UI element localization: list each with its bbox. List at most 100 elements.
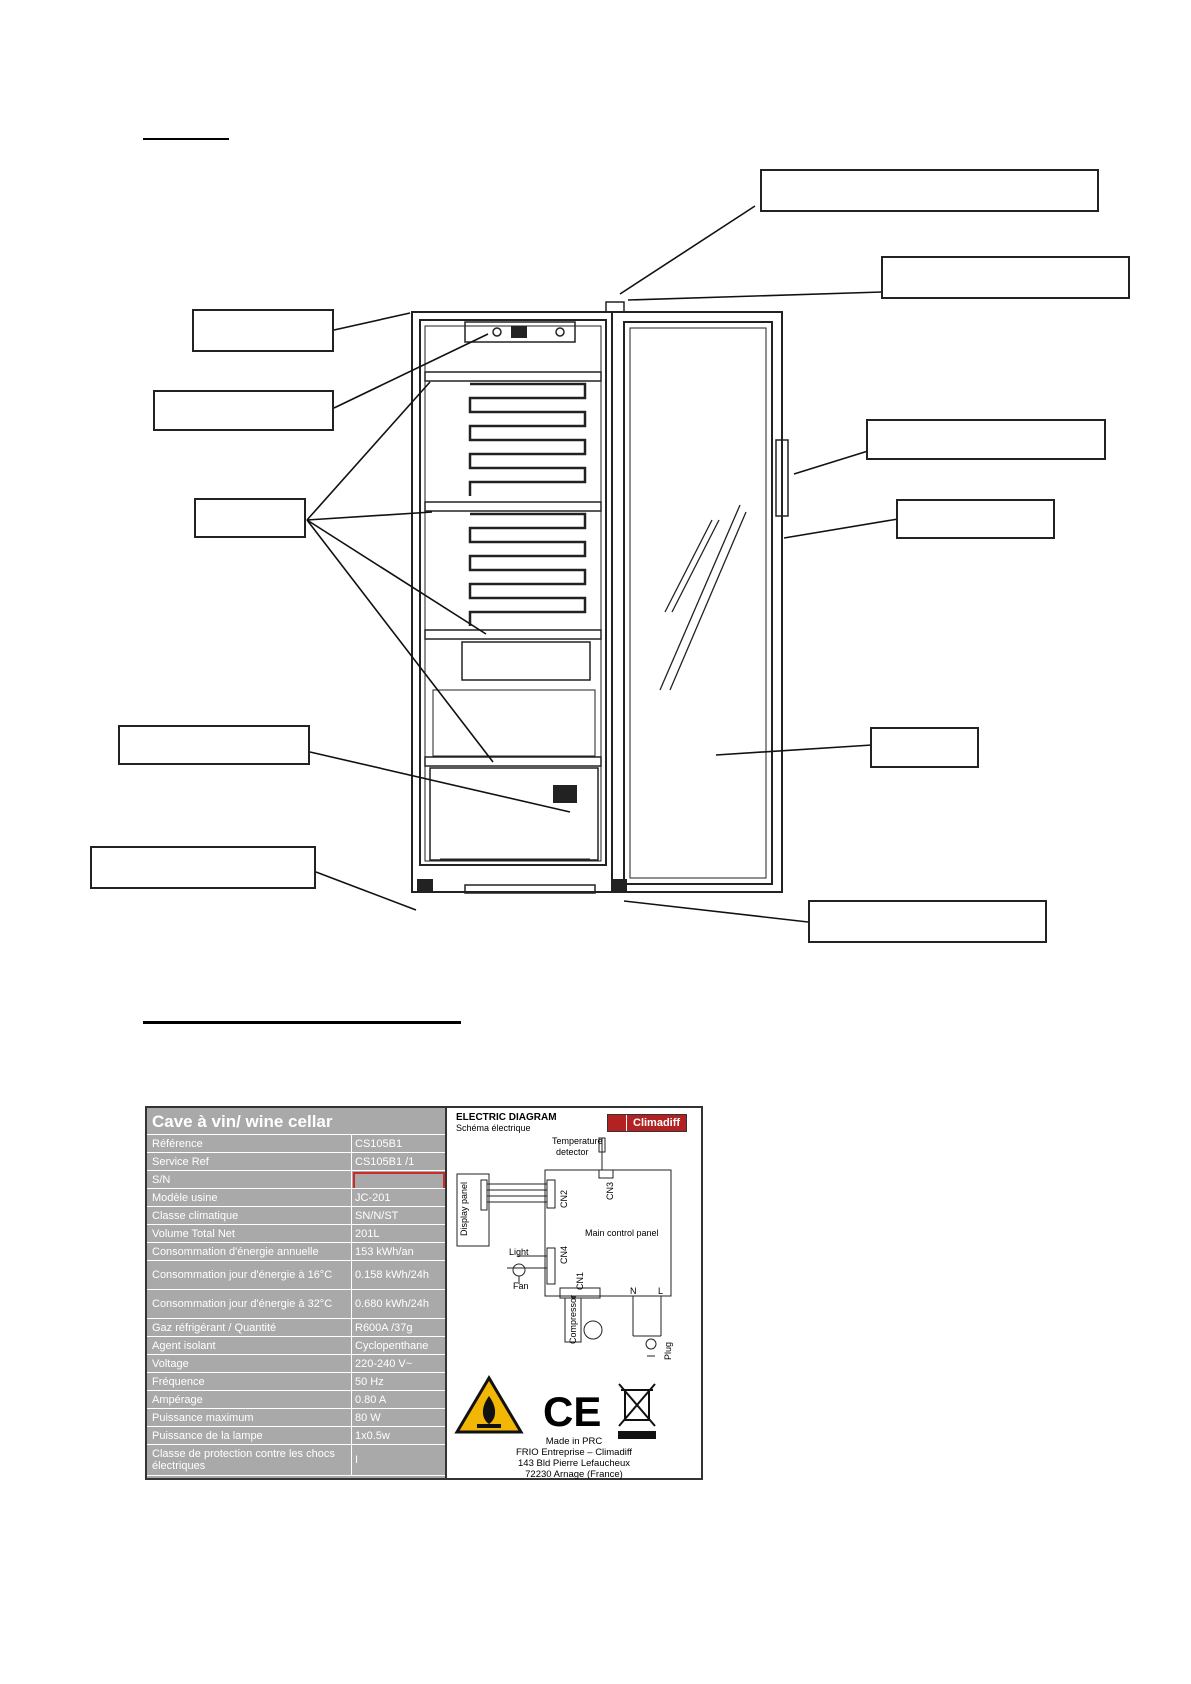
spec-label: Fréquence [147, 1373, 352, 1390]
fan-label: Fan [513, 1281, 529, 1291]
callout-box-foot [90, 846, 316, 889]
spec-value: CS105B1 /1 [352, 1153, 445, 1170]
spec-value-text: 153 kWh/an [355, 1245, 414, 1258]
spec-value: 0.680 kWh/24h [352, 1290, 445, 1318]
spec-value-text: 0.680 kWh/24h [355, 1298, 429, 1310]
spec-value: I [352, 1445, 445, 1475]
flammable-warning-icon [454, 1375, 524, 1434]
spec-label: Classe climatique [147, 1207, 352, 1224]
spec-value: 50 Hz [352, 1373, 445, 1390]
spec-label: Consommation d'énergie annuelle [147, 1243, 352, 1260]
spec-label: Classe de protection contre les chocs él… [147, 1445, 352, 1475]
callout-box-control-panel [153, 390, 334, 431]
spec-value: 1x0.5w [352, 1427, 445, 1444]
spec-label: Service Ref [147, 1153, 352, 1170]
spec-label: Consommation jour d'énergie à 16°C [147, 1261, 352, 1289]
spec-label: Référence [147, 1135, 352, 1152]
spec-value-text: 220-240 V~ [355, 1357, 413, 1370]
electric-diagram: ELECTRIC DIAGRAM Schéma électrique Clima… [447, 1108, 701, 1480]
cn3-label: CN3 [605, 1181, 615, 1200]
temperature-label: Temperature [552, 1136, 603, 1146]
spec-label: Gaz réfrigérant / Quantité [147, 1319, 352, 1336]
callout-box-bottom-shelf [118, 725, 310, 765]
callout-box-top-hinge [760, 169, 1099, 212]
callout-box-cabinet [192, 309, 334, 352]
spec-value: 80 W [352, 1409, 445, 1426]
spec-value: 0.158 kWh/24h [352, 1261, 445, 1289]
spec-value-text: SN/N/ST [355, 1209, 399, 1222]
spec-label: Puissance de la lampe [147, 1427, 352, 1444]
callout-box-door-hinge [881, 256, 1130, 299]
city-text: 72230 Arnage (France) [525, 1469, 623, 1480]
section-heading-underline-2 [143, 1021, 461, 1024]
plate-title: Cave à vin/ wine cellar [147, 1108, 445, 1135]
light-label: Light [509, 1247, 529, 1257]
spec-label: Agent isolant [147, 1337, 352, 1354]
spec-value-text: R600A /37g [355, 1321, 413, 1334]
wiring-schematic [456, 1137, 672, 1357]
cn4-label: CN4 [559, 1245, 569, 1264]
spec-row: S/N [147, 1171, 445, 1189]
spec-value: SN/N/ST [352, 1207, 445, 1224]
compressor-label: Compressor [568, 1294, 578, 1344]
callout-box-handle [866, 419, 1106, 460]
spec-value: 220-240 V~ [352, 1355, 445, 1372]
street-text: 143 Bld Pierre Lefaucheux [518, 1458, 630, 1469]
spec-row: Classe de protection contre les chocs él… [147, 1445, 445, 1476]
section-heading-underline-1 [143, 138, 229, 140]
spec-value-text: I [355, 1454, 359, 1466]
plug-label: Plug [663, 1341, 673, 1360]
spec-value-text: 0.158 kWh/24h [355, 1269, 429, 1281]
spec-value-text: JC-201 [355, 1191, 391, 1204]
climadiff-logo: Climadiff [607, 1114, 688, 1132]
callout-box-glass-door [870, 727, 979, 768]
spec-label: Voltage [147, 1355, 352, 1372]
weee-bin-icon [618, 1383, 656, 1439]
cn2-label: CN2 [559, 1189, 569, 1208]
spec-value-text: 0.80 A [355, 1393, 387, 1406]
cn1-label: CN1 [575, 1271, 585, 1290]
spec-value-text: Cyclopenthane [355, 1339, 429, 1352]
spec-value [352, 1171, 445, 1188]
spec-value-text: 201L [355, 1227, 380, 1240]
spec-label: Puissance maximum [147, 1409, 352, 1426]
spec-value: R600A /37g [352, 1319, 445, 1336]
serial-number-box [353, 1172, 445, 1188]
spec-value: CS105B1 [352, 1135, 445, 1152]
spec-value: 0.80 A [352, 1391, 445, 1408]
spec-value: JC-201 [352, 1189, 445, 1206]
spec-label: Volume Total Net [147, 1225, 352, 1242]
marking-icons: CE [454, 1375, 656, 1439]
spec-value-text: 1x0.5w [355, 1429, 390, 1442]
spec-value-text: 80 W [355, 1411, 381, 1424]
callout-box-door-seal [896, 499, 1055, 539]
display-panel-text: Display panel [459, 1181, 469, 1236]
spec-value-text: CS105B1 [355, 1137, 403, 1150]
spec-label: Ampérage [147, 1391, 352, 1408]
wine-cellar-illustration [306, 205, 899, 923]
spec-value-text: 50 Hz [355, 1375, 384, 1388]
spec-label: S/N [147, 1171, 352, 1188]
spec-label: Consommation jour d'énergie à 32°C [147, 1290, 352, 1318]
detector-label: detector [556, 1147, 589, 1157]
callout-box-shelves [194, 498, 306, 538]
brand-mark-icon [608, 1115, 626, 1131]
